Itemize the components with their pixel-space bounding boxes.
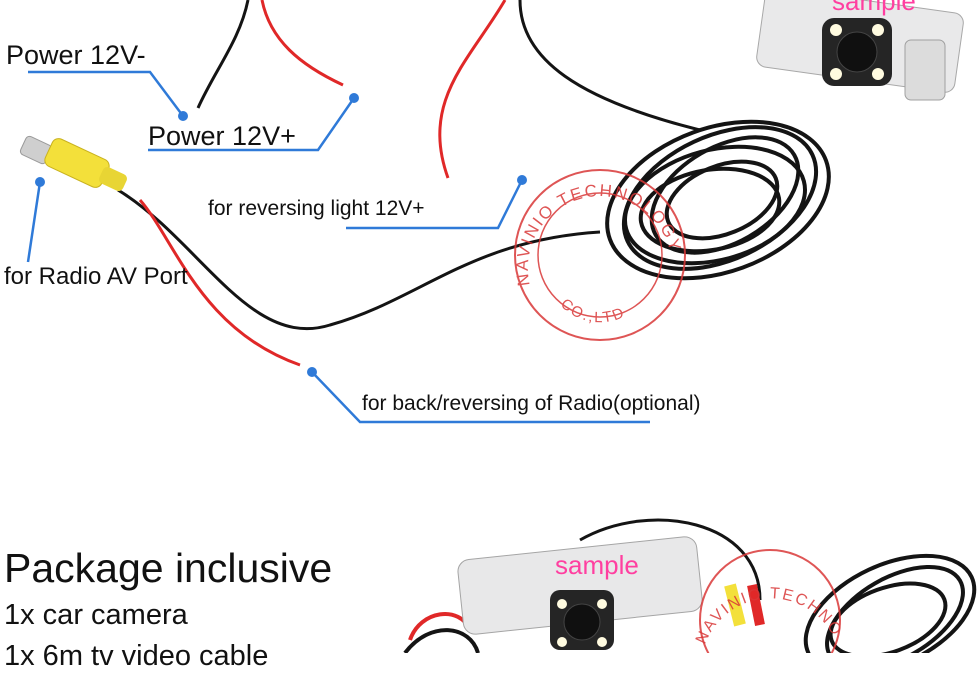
callout-power-pos (148, 97, 356, 152)
cable-coil-top (605, 119, 831, 281)
wiring-illustration: NAVINIO TECHNOLOGY CO.,LTD (0, 0, 977, 653)
callout-power-neg (28, 70, 184, 117)
power-pos-wire (260, 0, 344, 87)
label-reversing-light: for reversing light 12V+ (208, 197, 425, 220)
company-watermark-top: NAVINIO TECHNOLOGY CO.,LTD (513, 169, 686, 341)
sample-watermark-top: sample (832, 0, 916, 16)
svg-text:CO.,LTD: CO.,LTD (557, 295, 628, 326)
callout-back-reverse (311, 371, 650, 424)
callout-dots (35, 93, 527, 377)
package-item: 1x 6m tv video cable (4, 640, 269, 672)
rca-connector (19, 135, 127, 192)
package-title: Package inclusive (4, 545, 333, 591)
optional-red-wire (138, 199, 301, 367)
video-cable (117, 188, 601, 331)
callout-radio-av (26, 181, 42, 263)
label-radio-av-port: for Radio AV Port (4, 263, 188, 290)
sample-watermark-bottom: sample (555, 550, 639, 580)
label-back-reversing-radio: for back/reversing of Radio(optional) (362, 392, 701, 415)
camera-main-cable (518, 0, 701, 132)
callout-reverse-light (346, 179, 524, 230)
label-power-positive: Power 12V+ (148, 121, 296, 151)
package-item: 1x car camera (4, 599, 188, 631)
callout-lines (26, 70, 650, 424)
camera-top (756, 0, 964, 101)
label-power-negative: Power 12V- (6, 40, 146, 70)
power-neg-wire (196, 0, 250, 109)
reverse-light-wire (438, 0, 507, 179)
